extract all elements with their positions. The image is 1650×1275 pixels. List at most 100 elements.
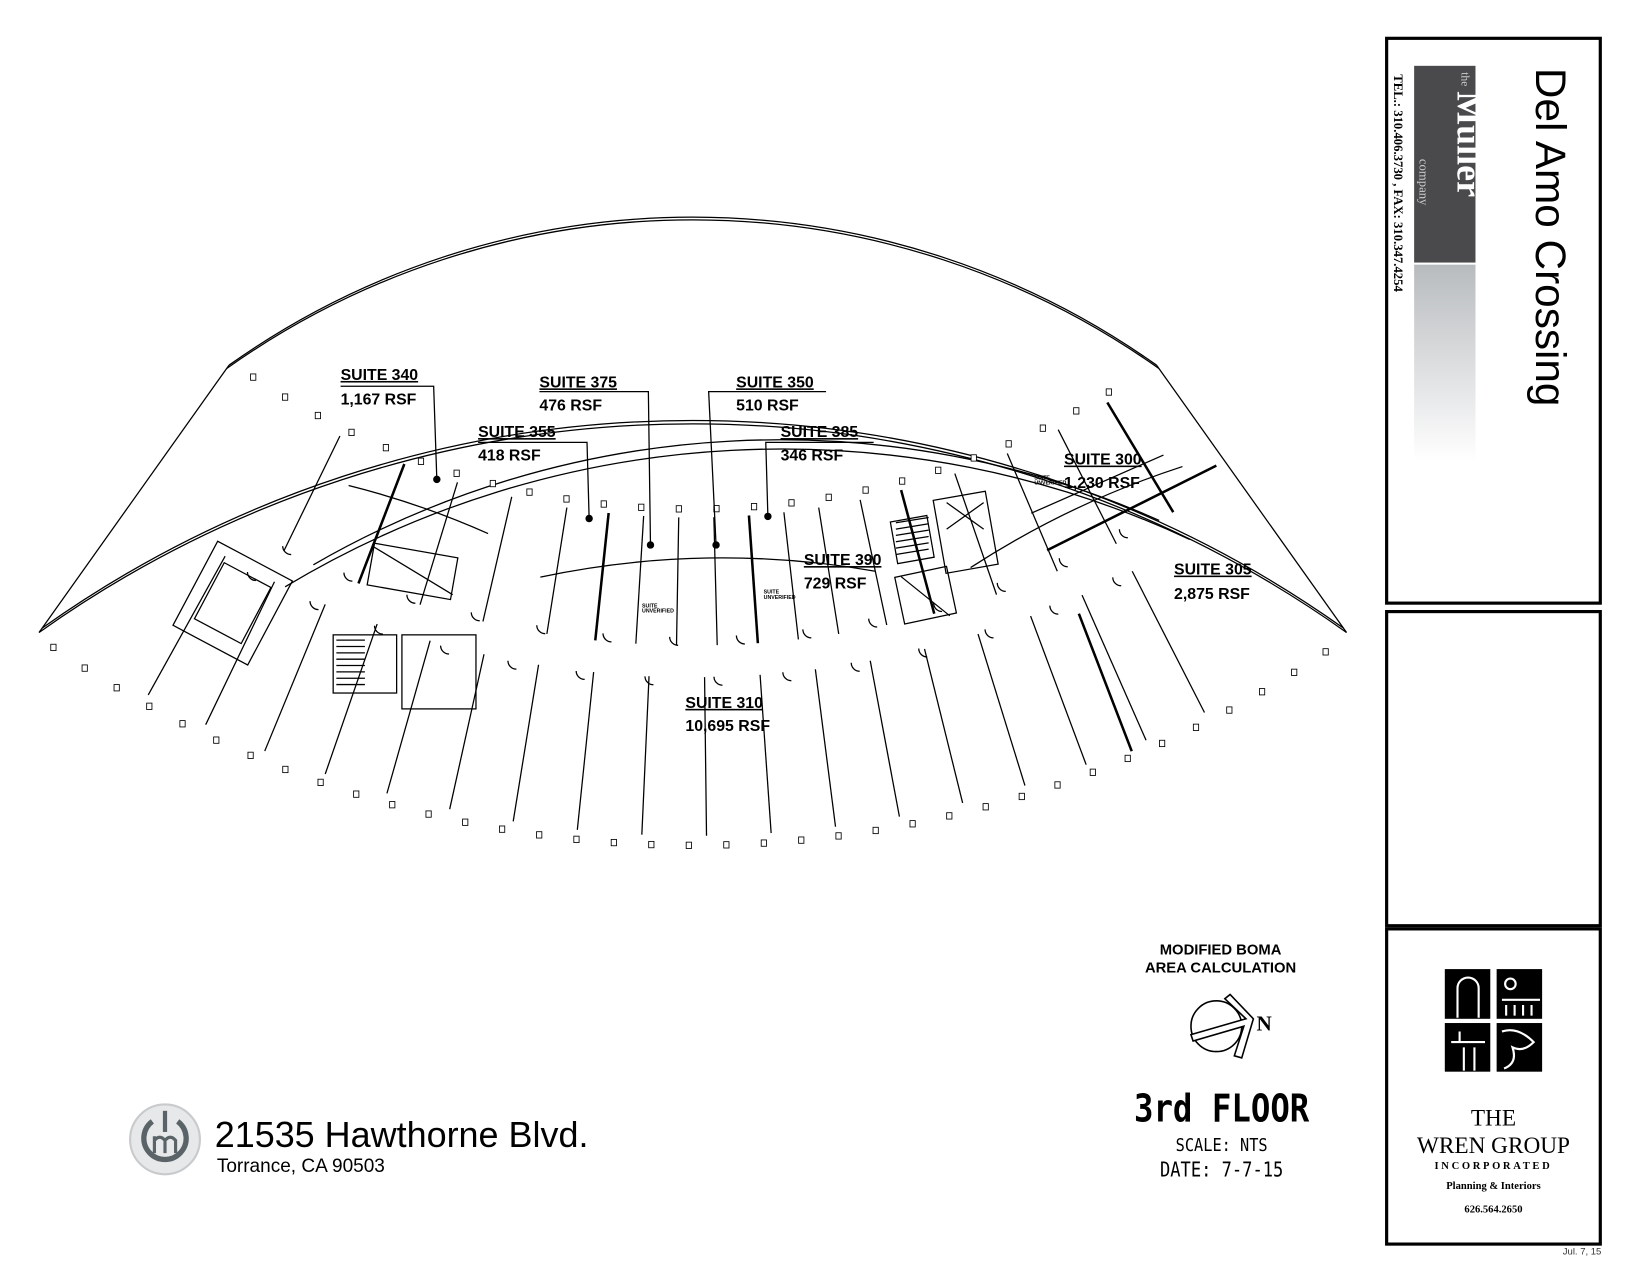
window-mullion — [179, 720, 186, 728]
suite-label-350: SUITE 350 510 RSF — [707, 374, 827, 549]
office-partition — [635, 515, 645, 644]
office-partition — [512, 664, 540, 822]
leader-line — [765, 441, 874, 517]
exterior-wall-outer-inner-face — [41, 419, 1344, 629]
office-partition — [814, 669, 837, 827]
window-mullion — [1105, 388, 1112, 396]
boma-note-line1: MODIFIED BOMA — [1160, 942, 1282, 958]
door-swing — [373, 625, 384, 635]
door-swing — [850, 662, 860, 672]
office-partition — [419, 482, 459, 605]
stair-tread — [895, 516, 929, 524]
leader-dot — [585, 514, 593, 523]
leader-line — [478, 441, 590, 519]
window-mullion — [935, 466, 942, 474]
office-partition — [594, 512, 610, 641]
window-mullion — [489, 479, 496, 488]
window-mullion — [348, 428, 355, 436]
logo-company: company — [1416, 159, 1430, 206]
window-mullion — [526, 488, 533, 496]
office-partition — [324, 623, 378, 775]
office-partition — [977, 633, 1026, 786]
end-wall-left — [1156, 364, 1348, 633]
office-partition — [899, 489, 936, 614]
suite-label-355: SUITE 355 418 RSF — [478, 424, 593, 523]
office-partition — [818, 507, 840, 635]
office-partition — [1030, 615, 1087, 765]
door-swing — [713, 676, 723, 686]
window-mullion — [610, 838, 617, 847]
office-partition — [783, 512, 800, 640]
window-mullion — [50, 643, 57, 652]
office-partition — [1081, 594, 1147, 741]
window-mullion — [1226, 706, 1233, 714]
stair-tread — [895, 523, 929, 530]
suite-label-305: SUITE 305 2,875 RSF — [1174, 562, 1252, 603]
corridor-wall-north — [313, 439, 1160, 566]
floor-plan — [38, 216, 1348, 849]
window-mullion — [1259, 688, 1266, 696]
unverified-tag-1: SUITE UNVERIFIED — [642, 603, 674, 614]
property-logo-icon — [129, 1103, 201, 1176]
window-mullion — [1124, 754, 1131, 763]
window-mullion — [1159, 739, 1166, 748]
office-partition — [357, 463, 406, 584]
office-partition — [859, 499, 888, 626]
office-partition — [675, 517, 680, 646]
window-mullion — [750, 503, 758, 511]
restroom-core — [401, 634, 477, 710]
contact-phone-fax: TEL.: 310.406.3730 , FAX: 310.347.4254 — [1391, 74, 1405, 292]
unverified-tag: SUITE — [764, 590, 780, 596]
suite-area: 346 RSF — [781, 447, 844, 464]
north-arrow-icon: N — [1189, 993, 1272, 1059]
suite-area: 1,167 RSF — [341, 391, 417, 408]
window-mullion — [563, 495, 570, 503]
logo-muller: Muller — [1450, 91, 1490, 197]
office-partition — [576, 671, 595, 830]
suite-area: 729 RSF — [804, 575, 867, 592]
exterior-wall-inner — [228, 216, 1157, 366]
boma-note-line2: AREA CALCULATION — [1145, 960, 1296, 976]
suite-name: SUITE 340 — [341, 367, 419, 384]
leader-dot — [646, 541, 655, 549]
door-swing — [669, 636, 679, 646]
window-mullion — [909, 820, 916, 828]
wren-group-name: WREN GROUP — [1417, 1133, 1570, 1159]
office-partition — [1057, 429, 1117, 545]
stair-tread — [895, 548, 929, 556]
elevator-lobby — [366, 542, 459, 601]
window-mullion — [81, 664, 88, 672]
property-address: 21535 Hawthorne Blvd. Torrance, CA 90503 — [129, 1103, 588, 1177]
window-mullion — [1005, 440, 1012, 448]
window-mullion — [1192, 723, 1200, 731]
suite-label-390: SUITE 390 729 RSF — [804, 552, 882, 592]
elevator-shaft — [894, 565, 958, 625]
suite-area: 510 RSF — [736, 398, 799, 415]
muller-company-logo: the Muller company — [1414, 65, 1490, 462]
window-mullion — [146, 702, 153, 710]
suite-label-340: SUITE 340 1,167 RSF — [340, 367, 441, 484]
window-mullion — [1073, 407, 1080, 415]
window-mullion — [872, 826, 879, 835]
leader-line — [340, 385, 438, 480]
suite-name: SUITE 300 — [1064, 452, 1142, 469]
office-partition — [759, 674, 772, 834]
room-wall — [1030, 454, 1164, 514]
suite-labels: SUITE 340 1,167 RSF SUITE 355 418 RSF SU… — [341, 367, 1252, 735]
door-swing — [1112, 577, 1122, 587]
leader-dot — [764, 512, 772, 521]
office-partition — [703, 677, 708, 836]
office-partition — [1131, 570, 1206, 713]
suite-label-385: SUITE 385 346 RSF — [764, 424, 874, 521]
window-mullion — [600, 500, 607, 508]
door-swing — [984, 629, 994, 639]
window-mullion — [573, 835, 580, 843]
unverified-tag-2: SUITE UNVERIFIED — [764, 590, 796, 601]
corridor-wall-south — [284, 448, 1190, 588]
window-mullion — [1039, 424, 1046, 432]
window-mullion — [453, 469, 460, 477]
window-mullion — [113, 684, 120, 692]
suite-name: SUITE 390 — [804, 552, 882, 569]
door-swing — [868, 618, 878, 628]
window-mullion — [462, 818, 469, 826]
